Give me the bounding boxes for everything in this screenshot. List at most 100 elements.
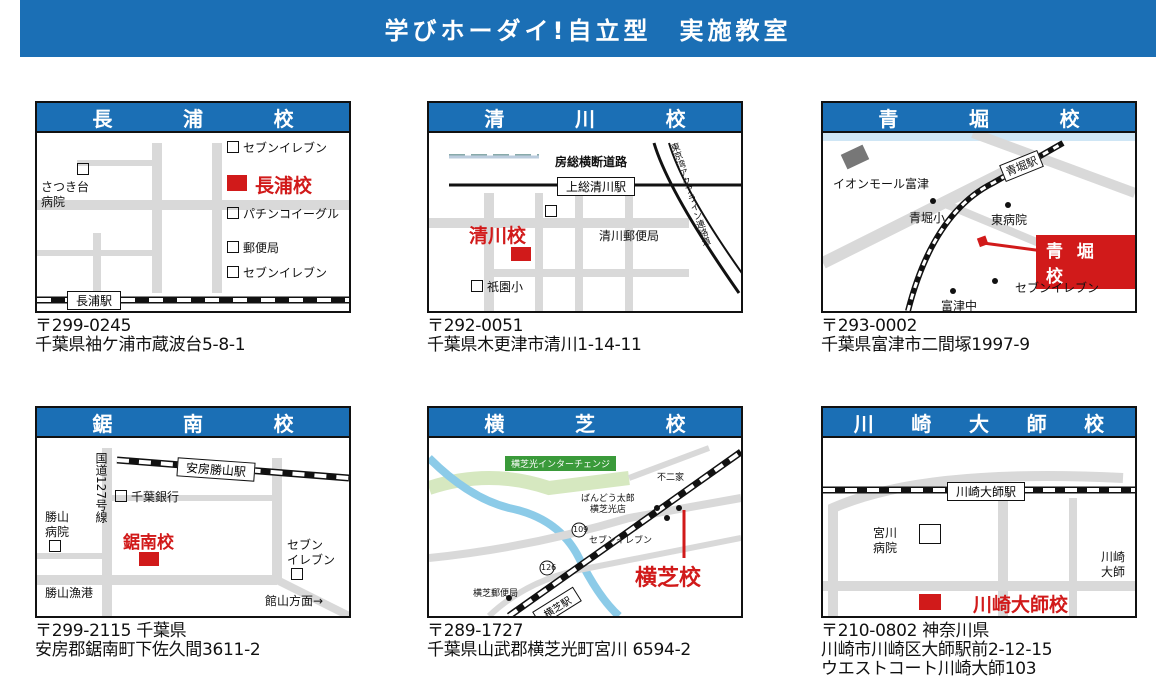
road-label: 房総横断道路: [555, 155, 628, 169]
address-block: 〒299-2115 千葉県 安房郡鋸南町下佐久間3611-2: [35, 622, 351, 660]
school-card-kawasaki-daishi: 川 崎 大 師 校 川崎大師駅 宮川病院 川: [821, 406, 1137, 679]
station-label: 川崎大師駅: [947, 482, 1026, 501]
title-char: 校: [273, 106, 294, 131]
map-kyonan: 鋸 南 校 安房勝山駅 国道127号線 千葉銀行 勝山病院: [35, 406, 351, 618]
post-office-label: 郵便局: [227, 239, 279, 256]
postal-code: 〒299-2115 千葉県: [35, 621, 187, 641]
school-label: 長浦校: [255, 175, 313, 197]
postal-code: 〒289-1727: [427, 621, 524, 641]
map-area: さつき台病院 セブンイレブン 長浦校 パチンコイーグル 郵便局 セブンイレブン …: [37, 133, 349, 311]
hospital-marker: [77, 163, 93, 177]
seven-eleven-label: セブンイレブン: [1015, 281, 1100, 295]
seven-eleven-2: セブンイレブン: [227, 264, 327, 281]
title-char: 長: [92, 106, 113, 131]
hospital-label: 東病院: [991, 213, 1028, 227]
hospital-label: 勝山病院: [45, 510, 69, 555]
address-block: 〒289-1727 千葉県山武郡横芝光町宮川 6594-2: [427, 622, 743, 660]
title-char: 校: [1084, 411, 1105, 436]
post-office-label: 横芝郵便局: [473, 589, 519, 599]
map-yokoshiba: 横 芝 校 横芝: [427, 406, 743, 618]
title-char: 校: [273, 411, 294, 436]
hospital-label: さつき台病院: [41, 180, 90, 209]
map-nagaura: 長 浦 校 さつき台病院: [35, 101, 351, 313]
title-char: 校: [665, 106, 686, 131]
hospital-label: 宮川病院: [873, 526, 898, 555]
title-char: 校: [1059, 106, 1080, 131]
map-area: イオンモール富津 青堀駅 青堀小 東病院 青 堀 校 セブンイレブン 富津中: [823, 133, 1135, 311]
title-char: 堀: [968, 106, 989, 131]
address-block: 〒210-0802 神奈川県 川崎市川崎区大師駅前2-12-15 ウエストコート…: [821, 622, 1137, 679]
station-label: 長浦駅: [67, 291, 122, 310]
postal-code: 〒292-0051: [427, 316, 524, 336]
port-label: 勝山漁港: [45, 586, 94, 600]
address-block: 〒299-0245 千葉県袖ケ浦市蔵波台5-8-1: [35, 317, 351, 355]
map-kawasaki-daishi: 川 崎 大 師 校 川崎大師駅 宮川病院 川: [821, 406, 1137, 618]
title-char: 鋸: [92, 411, 113, 436]
title-char: 川: [574, 106, 595, 131]
school-marker: [227, 175, 247, 191]
road-network: [429, 142, 741, 311]
school-marker: [919, 594, 941, 610]
post-marker: [545, 205, 561, 219]
map-area: 横芝光インターチェンジ 不二家 ばんどう太郎横芝光店 109 セブンイレブン 1…: [429, 438, 741, 616]
title-char: 大: [968, 411, 989, 436]
ic-label: 横芝光インターチェンジ: [505, 456, 617, 471]
seven-eleven-label: セブンイレブン: [589, 536, 653, 546]
hospital-marker: [919, 524, 945, 546]
map-title: 川 崎 大 師 校: [823, 408, 1135, 438]
address-line: 川崎市川崎区大師駅前2-12-15: [821, 640, 1053, 660]
post-office-label: 清川郵便局: [599, 229, 660, 243]
title-char: 川: [853, 411, 874, 436]
road-network: [37, 143, 349, 304]
school-card-yokoshiba: 横 芝 校 横芝: [427, 406, 743, 660]
title-char: 青: [878, 106, 899, 131]
title-char: 崎: [911, 411, 932, 436]
school-card-nagaura: 長 浦 校 さつき台病院: [35, 101, 351, 355]
address-block: 〒292-0051 千葉県木更津市清川1-14-11: [427, 317, 743, 355]
school-card-kyonan: 鋸 南 校 安房勝山駅 国道127号線 千葉銀行 勝山病院: [35, 406, 351, 660]
funiya-label: 不二家: [657, 473, 685, 483]
address-line: 千葉県山武郡横芝光町宮川 6594-2: [427, 640, 691, 660]
school-marker: [511, 247, 531, 261]
school-label: 川崎大師校: [973, 594, 1069, 616]
aeon-label: イオンモール富津: [833, 177, 930, 191]
map-area: 安房勝山駅 国道127号線 千葉銀行 勝山病院 鋸南校 セブンイレブン 勝山漁港…: [37, 438, 349, 616]
route-126-label: 126: [541, 563, 557, 572]
address-line: 安房郡鋸南町下佐久間3611-2: [35, 640, 261, 660]
map-title: 青 堀 校: [823, 103, 1135, 133]
school-card-aohori: 青 堀 校 イオンモール富津: [821, 101, 1137, 355]
route-109-label: 109: [573, 525, 589, 534]
page-title: 学びホーダイ!自立型 実施教室: [384, 17, 792, 45]
route-label: 国道127号線: [94, 452, 108, 523]
address-line: 千葉県富津市二間塚1997-9: [821, 335, 1030, 355]
title-char: 師: [1026, 411, 1047, 436]
school-card-kiyokawa: 清 川 校 房総横断道路 上: [427, 101, 743, 355]
map-title: 長 浦 校: [37, 103, 349, 133]
title-char: 南: [182, 411, 203, 436]
elementary-school-label: 青堀小: [909, 211, 946, 225]
station-label: 上総清川駅: [557, 177, 636, 196]
pachinko-label: パチンコイーグル: [227, 205, 339, 222]
direction-label: 館山方面→: [265, 594, 324, 608]
address-block: 〒293-0002 千葉県富津市二間塚1997-9: [821, 317, 1137, 355]
map-title: 横 芝 校: [429, 408, 741, 438]
school-marker: [139, 552, 159, 566]
address-line: 千葉県袖ケ浦市蔵波台5-8-1: [35, 335, 246, 355]
school-label: 青 堀 校: [1036, 235, 1135, 289]
map-kiyokawa: 清 川 校 房総横断道路 上: [427, 101, 743, 313]
address-line: 千葉県木更津市清川1-14-11: [427, 335, 642, 355]
seven-eleven-1: セブンイレブン: [227, 139, 327, 156]
school-label: 清川校: [469, 225, 527, 247]
page-title-banner: 学びホーダイ!自立型 実施教室: [20, 0, 1156, 57]
jhs-label: 富津中: [941, 299, 978, 313]
title-char: 校: [665, 411, 686, 436]
postal-code: 〒299-0245: [35, 316, 132, 336]
elementary-school-label: 祇園小: [471, 278, 523, 295]
road-network: [429, 445, 741, 616]
address-line-2: ウエストコート川崎大師103: [821, 659, 1037, 679]
title-char: 芝: [574, 411, 595, 436]
map-title: 鋸 南 校: [37, 408, 349, 438]
bando-label: ばんどう太郎横芝光店: [581, 494, 635, 515]
map-title: 清 川 校: [429, 103, 741, 133]
title-char: 清: [484, 106, 505, 131]
